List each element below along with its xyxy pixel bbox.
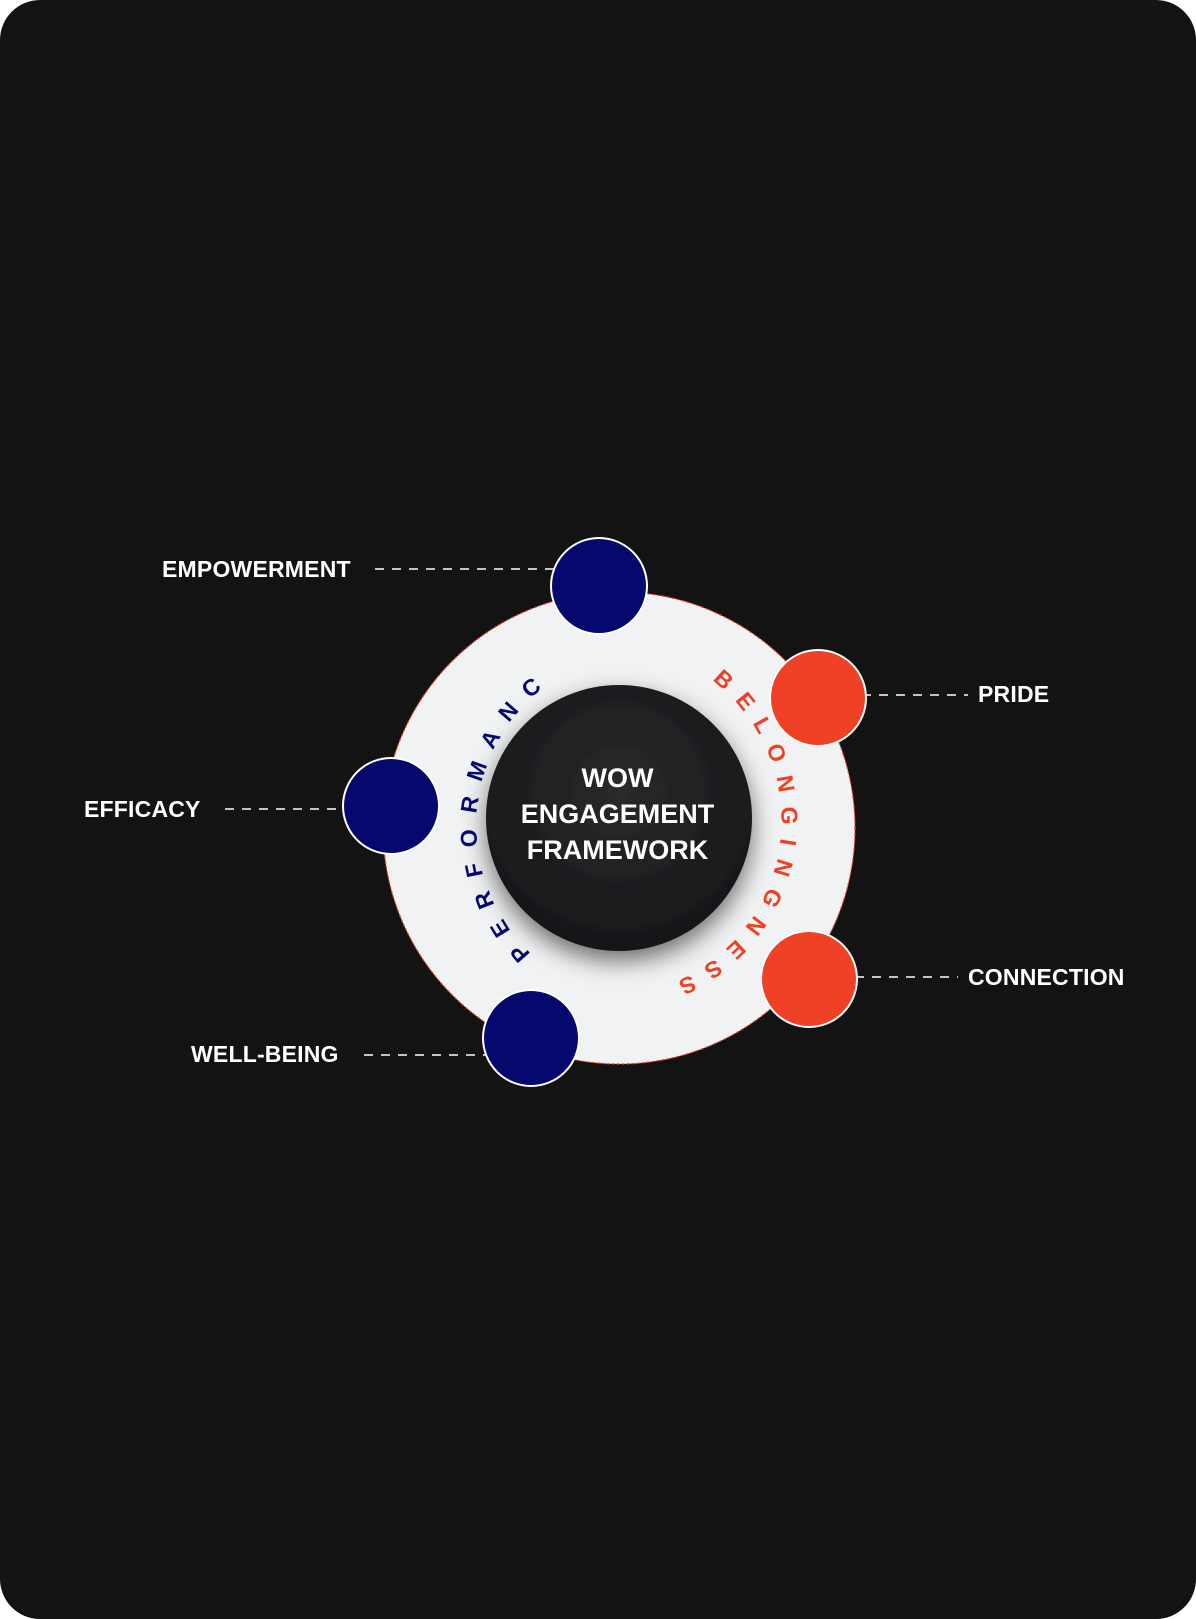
center-title-line-3: FRAMEWORK (526, 835, 709, 865)
label-efficacy: EFFICACY (84, 796, 201, 822)
label-well-being: WELL-BEING (191, 1041, 339, 1067)
center-title-line-1: WOW (581, 763, 654, 793)
node-empowerment[interactable] (550, 537, 648, 635)
arc-performance-text: PERFORMANCE (0, 0, 542, 968)
node-connection[interactable] (760, 930, 858, 1028)
node-well-being[interactable] (482, 989, 580, 1087)
node-efficacy[interactable] (342, 757, 440, 855)
label-empowerment: EMPOWERMENT (162, 556, 351, 582)
label-pride: PRIDE (978, 681, 1050, 707)
label-connection: CONNECTION (968, 964, 1125, 990)
arc-text-performance: PERFORMANCE (0, 0, 557, 968)
center-disc (486, 685, 752, 951)
node-pride[interactable] (769, 649, 867, 747)
center-title-line-2: ENGAGEMENT (520, 799, 715, 829)
center-title: WOW ENGAGEMENT FRAMEWORK (485, 760, 750, 868)
